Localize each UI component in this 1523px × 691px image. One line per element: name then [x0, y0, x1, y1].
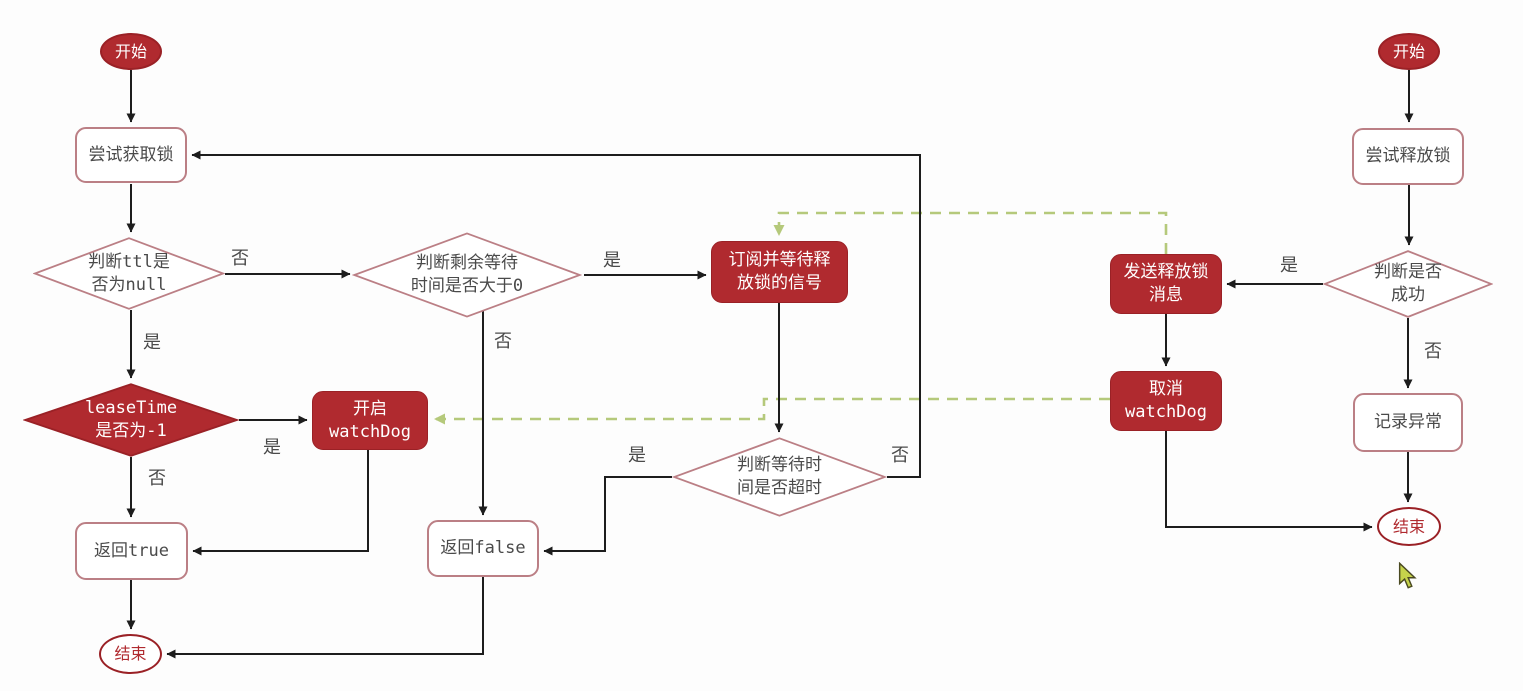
edge-cancel-watchdog-to-start-watchdog-dashed	[434, 397, 1110, 425]
wait-timeout-decision: 判断等待时 间是否超时	[672, 437, 887, 517]
end-node-acquire: 结束	[99, 634, 162, 674]
edge-label-success-yes: 是	[1280, 255, 1298, 276]
leasetime-decision-label: leaseTime 是否为-1	[84, 398, 178, 441]
edge-return-false-to-end	[166, 577, 484, 659]
cancel-watchdog-node: 取消 watchDog	[1110, 371, 1222, 431]
edge-start-watchdog-to-return-true	[192, 450, 369, 556]
edge-cancel-watchdog-to-end	[1165, 431, 1373, 532]
release-success-decision: 判断是否 成功	[1323, 250, 1493, 318]
try-release-lock-node: 尝试释放锁	[1352, 128, 1464, 185]
edge-label-timeout-yes: 是	[628, 445, 646, 466]
edge-label-success-no: 否	[1424, 341, 1442, 362]
edge-label-remaining-no: 否	[494, 331, 512, 352]
remaining-wait-decision: 判断剩余等待 时间是否大于0	[352, 232, 582, 318]
log-exception-node: 记录异常	[1353, 393, 1463, 452]
edge-label-remaining-yes: 是	[603, 250, 621, 271]
start-node-acquire: 开始	[100, 33, 162, 70]
end-node-release: 结束	[1377, 507, 1441, 546]
wait-timeout-decision-label: 判断等待时 间是否超时	[737, 455, 822, 498]
edge-release-msg-to-subscribe-dashed	[773, 211, 1168, 254]
start-watchdog-node: 开启 watchDog	[312, 391, 428, 450]
release-success-decision-label: 判断是否 成功	[1374, 262, 1442, 305]
leasetime-decision: leaseTime 是否为-1	[23, 383, 239, 457]
send-release-msg-node: 发送释放锁 消息	[1110, 254, 1222, 314]
mouse-cursor-icon	[1398, 562, 1417, 589]
edge-label-ttl-yes: 是	[143, 332, 161, 353]
remaining-wait-decision-label: 判断剩余等待 时间是否大于0	[410, 253, 524, 296]
subscribe-wait-node: 订阅并等待释 放锁的信号	[711, 241, 848, 303]
edge-label-lease-no: 否	[148, 468, 166, 489]
edge-timeout-yes-to-return-false	[543, 476, 672, 556]
ttl-null-decision: 判断ttl是 否为null	[33, 237, 225, 310]
edge-timeout-no-to-try-acquire	[191, 150, 921, 478]
return-false-node: 返回false	[427, 520, 539, 577]
start-node-release: 开始	[1378, 33, 1440, 70]
edge-label-lease-yes: 是	[263, 437, 281, 458]
try-acquire-lock-node: 尝试获取锁	[75, 127, 187, 183]
edge-label-timeout-no: 否	[891, 445, 909, 466]
return-true-node: 返回true	[75, 522, 188, 580]
edge-label-ttl-no: 否	[231, 248, 249, 269]
ttl-null-decision-label: 判断ttl是 否为null	[88, 251, 170, 295]
